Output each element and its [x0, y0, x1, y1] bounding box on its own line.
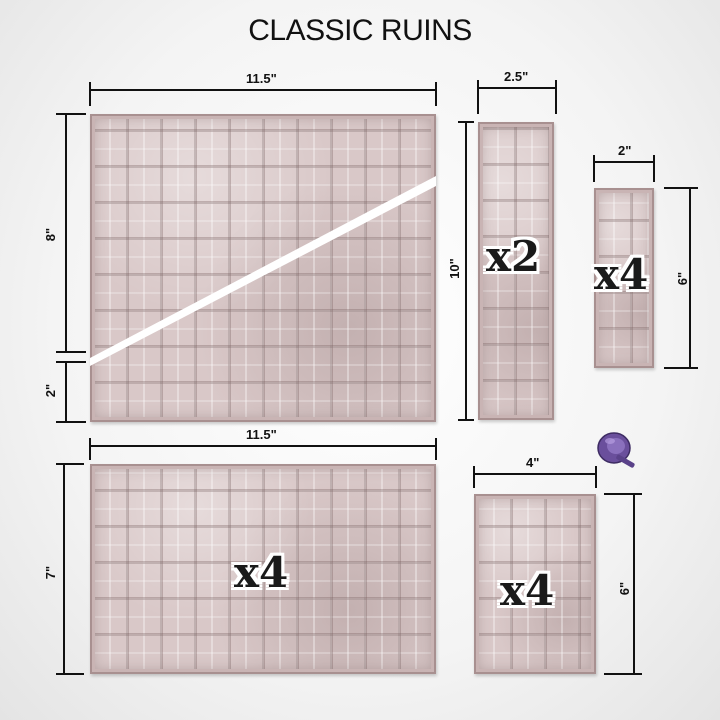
quantity-large-wide: x4	[234, 548, 289, 597]
height-label-tall-narrow: 10"	[446, 258, 462, 279]
panel-large-wide	[90, 464, 436, 674]
panel-medium	[474, 494, 596, 674]
width-label-large-split: 11.5"	[246, 71, 277, 86]
height-label-large-wide: 7"	[43, 565, 59, 580]
panel-small-narrow	[594, 188, 654, 368]
width-label-small-narrow: 2"	[618, 143, 632, 158]
quantity-tall-narrow: x2	[486, 232, 541, 281]
width-label-tall-narrow: 2.5"	[504, 69, 529, 84]
height-label-large-split-top: 8"	[43, 227, 59, 242]
width-label-medium: 4"	[526, 455, 540, 470]
height-label-large-split-bottom: 2"	[43, 383, 59, 398]
height-label-small-narrow: 6"	[675, 271, 691, 286]
height-label-medium: 6"	[617, 581, 633, 596]
quantity-small-narrow: x4	[594, 250, 649, 299]
quantity-medium: x4	[500, 566, 555, 615]
panel-tall-narrow	[478, 122, 554, 420]
page-title: CLASSIC RUINS	[248, 14, 472, 47]
panel-split-line	[90, 176, 436, 366]
miniature-tank-icon	[597, 432, 635, 468]
width-label-large-wide: 11.5"	[246, 427, 277, 442]
